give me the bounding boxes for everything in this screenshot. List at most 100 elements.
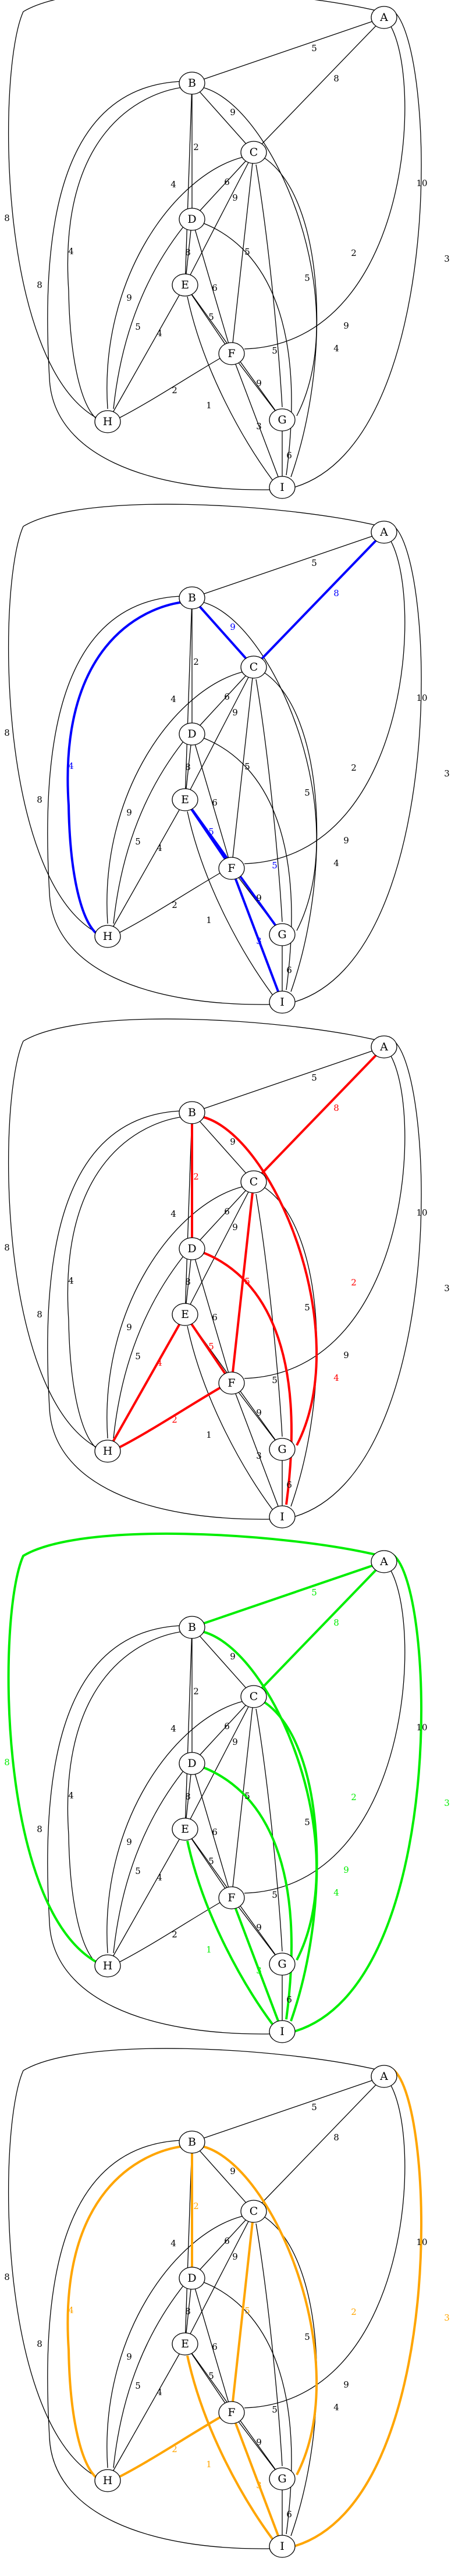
edge-c-e (184, 152, 254, 286)
node-circle (240, 655, 267, 679)
edge-e-i (187, 1326, 273, 1510)
node-label: I (280, 1510, 285, 1523)
node-h: H (94, 410, 121, 433)
node-label: F (228, 1891, 235, 1904)
node-label: B (188, 1621, 196, 1634)
edge-weight-g-i: 6 (286, 2509, 292, 2520)
edge-b-i (47, 2140, 271, 2549)
node-d: D (179, 2267, 205, 2290)
edge-c-d (191, 152, 254, 220)
edge-weight-c-f: 5 (244, 2306, 250, 2316)
edge-weight-f-h: 2 (172, 2444, 177, 2454)
edge-weight-b-i: 8 (37, 1824, 42, 1834)
node-a: A (371, 1550, 397, 1573)
edge-b-g (201, 1116, 318, 1446)
node-e: E (172, 788, 198, 811)
node-circle (179, 2130, 205, 2154)
edge-d-h (113, 1770, 184, 1954)
edge-c-h (106, 671, 244, 924)
node-e: E (172, 2332, 198, 2356)
edge-f-g (231, 2412, 283, 2479)
node-a: A (371, 521, 397, 544)
edge-a-i (293, 525, 422, 1003)
node-circle (179, 1616, 205, 1639)
node-circle (371, 2065, 397, 2088)
node-circle (269, 991, 296, 1014)
edge-a-f (244, 1046, 406, 1379)
edge-weight-b-c: 9 (230, 622, 236, 632)
edge-a-b (191, 1046, 385, 1113)
node-circle (269, 476, 296, 499)
edge-weight-e-h: 4 (157, 328, 162, 339)
node-label: I (280, 2540, 285, 2553)
edge-c-g (255, 1193, 283, 1437)
edge-weight-c-d: 6 (224, 692, 230, 702)
edge-weight-e-g: 5 (272, 860, 278, 871)
node-label: D (187, 2272, 196, 2285)
edge-weight-a-i: 3 (444, 1798, 450, 1808)
node-label: F (228, 1377, 235, 1389)
node-label: B (188, 2136, 196, 2149)
edge-c-i (262, 2215, 318, 2536)
edge-a-f (244, 17, 406, 350)
edge-weight-a-b: 5 (311, 1587, 317, 1598)
edge-weight-c-g: 5 (304, 788, 310, 798)
node-label: G (278, 414, 286, 426)
edge-d-f (191, 1763, 232, 1898)
node-circle (371, 6, 397, 29)
node-h: H (94, 1440, 121, 1463)
edge-weight-d-i: 4 (333, 1373, 339, 1383)
edge-e-f (184, 1829, 232, 1898)
edge-b-i (47, 1625, 271, 2035)
edge-weight-b-h: 4 (68, 1790, 74, 1801)
edge-weight-e-f: 5 (208, 312, 214, 322)
edge-weight-e-i: 1 (206, 2459, 212, 2470)
node-circle (240, 1170, 267, 1193)
edge-weight-a-h: 8 (4, 728, 10, 738)
node-label: E (181, 279, 189, 291)
edge-a-b (191, 532, 385, 598)
edge-weight-c-e: 9 (232, 193, 238, 203)
edge-b-e (184, 597, 193, 800)
edge-f-g (231, 353, 283, 421)
node-label: E (181, 1823, 189, 1836)
edge-weight-a-c: 8 (333, 588, 339, 598)
edge-b-g (201, 601, 317, 931)
node-f: F (218, 1371, 245, 1395)
edge-d-f (191, 733, 232, 869)
node-label: B (188, 592, 196, 604)
node-circle (240, 141, 267, 164)
node-label: H (103, 930, 113, 943)
node-label: F (228, 347, 235, 360)
edge-weight-e-f: 5 (208, 1856, 214, 1866)
edge-c-i (262, 156, 318, 478)
node-f: F (218, 342, 245, 365)
edge-a-c (253, 1560, 385, 1698)
edge-weight-c-i: 9 (343, 320, 349, 331)
edge-weight-d-h: 5 (135, 1351, 141, 1362)
node-circle (179, 208, 205, 231)
edge-weight-c-d: 6 (224, 177, 230, 187)
edge-a-b (191, 2076, 385, 2143)
edge-weight-a-b: 5 (311, 2102, 317, 2112)
edge-weight-d-i: 4 (333, 343, 339, 354)
node-a: A (371, 1035, 397, 1059)
edge-weight-a-f: 10 (416, 2237, 427, 2247)
node-i: I (269, 1505, 296, 1529)
node-e: E (172, 273, 198, 297)
edge-a-b (191, 17, 385, 84)
edge-e-h (106, 1314, 186, 1452)
edge-weight-e-f: 5 (208, 1341, 214, 1352)
edge-weight-f-g: 9 (256, 1922, 262, 1933)
node-circle (172, 1818, 198, 1841)
edge-weight-e-g: 5 (272, 2404, 278, 2415)
edge-c-g (255, 164, 283, 408)
edge-weight-c-e: 9 (232, 707, 238, 718)
edge-b-h (66, 2145, 184, 2480)
edge-weight-a-c: 8 (333, 1103, 339, 1113)
edge-weight-b-d: 2 (193, 1686, 199, 1697)
edge-weight-c-e: 9 (232, 2251, 238, 2262)
edge-a-c (253, 17, 385, 153)
